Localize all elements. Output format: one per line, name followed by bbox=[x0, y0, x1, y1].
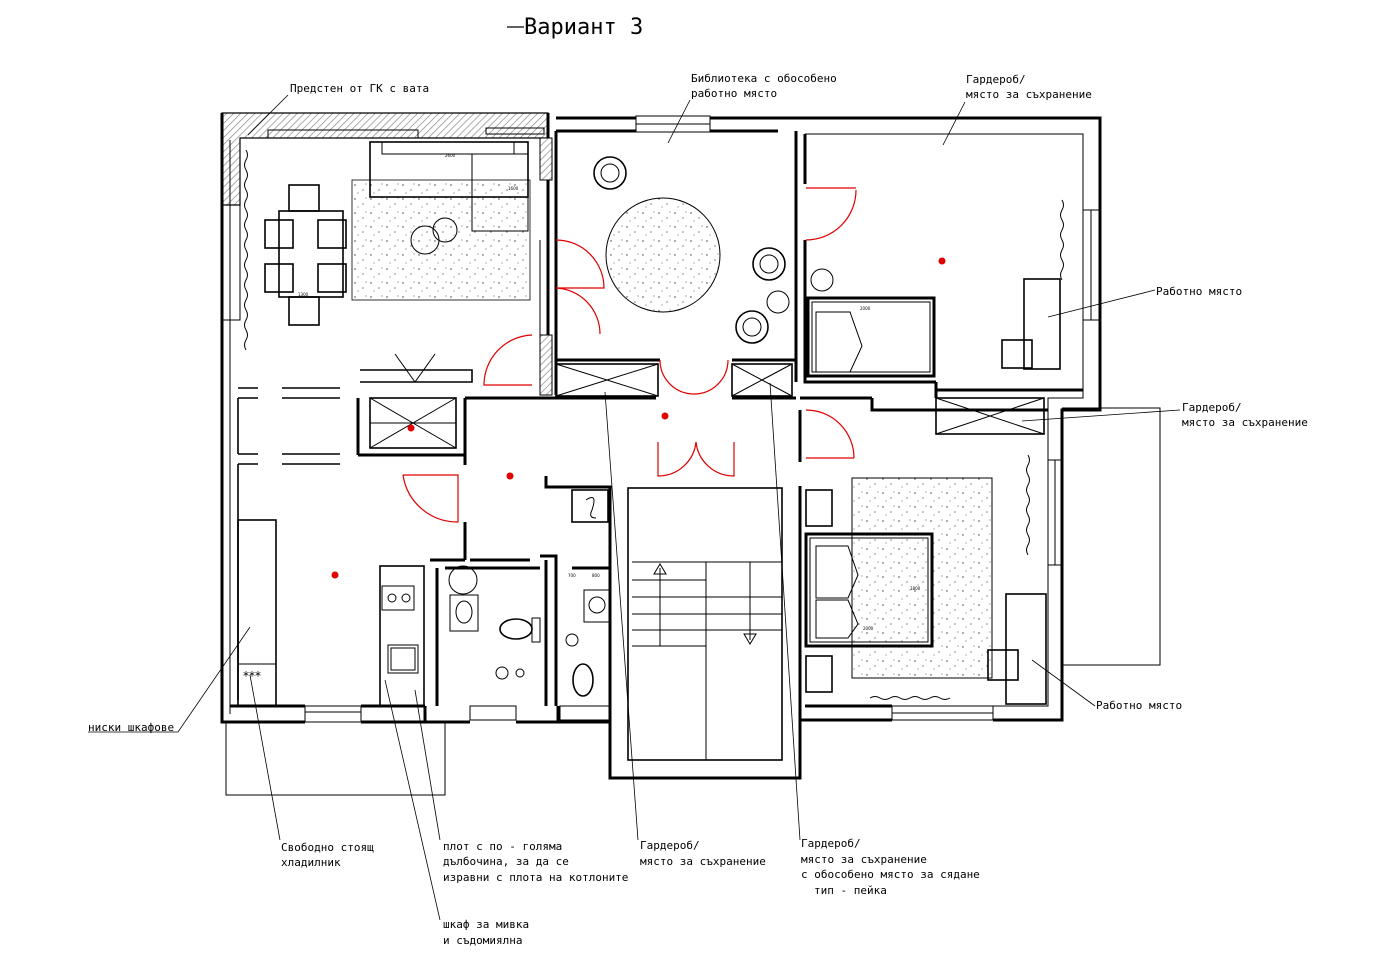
label-garderob-bench-1: Гардероб/ bbox=[801, 837, 861, 850]
plan-title: Вариант 3 bbox=[524, 15, 643, 40]
label-garderob-bench-4: тип - пейка bbox=[814, 884, 887, 897]
label-garderob-top-2: място за съхранение bbox=[966, 88, 1092, 101]
label-plot-1: плот с по - голяма bbox=[443, 840, 562, 853]
label-biblioteka-2: работно място bbox=[691, 87, 777, 100]
library-rug bbox=[605, 197, 721, 313]
label-garderob-bench-2: място за съхранение bbox=[801, 853, 927, 866]
desk-top bbox=[1023, 278, 1061, 370]
main-bedroom: 2000 1800 bbox=[804, 454, 1047, 705]
interior-walls bbox=[237, 131, 1083, 706]
counter bbox=[379, 565, 425, 707]
label-shkaf-2: и съдомиялна bbox=[443, 934, 522, 947]
svg-text:1600: 1600 bbox=[508, 186, 519, 191]
label-garderob-mid-2: място за съхранение bbox=[640, 855, 766, 868]
label-rabotno-1: Работно място bbox=[1156, 285, 1242, 298]
label-hladilnik-2: хладилник bbox=[281, 856, 341, 869]
label-garderob-mid-1: Гардероб/ bbox=[640, 839, 700, 852]
label-niski: ниски шкафове bbox=[88, 721, 174, 734]
light-points bbox=[331, 257, 946, 579]
label-plot-3: изравни с плота на котлоните bbox=[443, 871, 628, 884]
living-room: 2600 1600 1300 *** bbox=[237, 141, 531, 707]
coffee-table-small bbox=[432, 217, 458, 243]
doors bbox=[402, 187, 857, 523]
svg-text:800: 800 bbox=[592, 573, 600, 578]
svg-text:2000: 2000 bbox=[863, 626, 874, 631]
annotations: Предстен от ГК с вата Библиотека с обосо… bbox=[88, 72, 1308, 947]
rug-living bbox=[351, 179, 531, 301]
label-hladilnik-1: Свободно стоящ bbox=[281, 841, 374, 854]
label-rabotno-2: Работно място bbox=[1096, 699, 1182, 712]
leader-lines bbox=[88, 94, 1181, 921]
bedroom-rug bbox=[851, 477, 993, 679]
svg-text:1300: 1300 bbox=[298, 292, 309, 297]
svg-text:2600: 2600 bbox=[445, 153, 456, 158]
label-garderob-top-1: Гардероб/ bbox=[966, 73, 1026, 86]
bathrooms: 700 800 bbox=[448, 497, 611, 697]
svg-text:2000: 2000 bbox=[860, 306, 871, 311]
label-shkaf-1: шкаф за мивка bbox=[443, 918, 529, 931]
svg-text:700: 700 bbox=[568, 573, 576, 578]
office-room: 2000 bbox=[806, 199, 1064, 435]
label-garderob-bench-3: с обособено място за сядане bbox=[801, 868, 980, 881]
label-biblioteka-1: Библиотека с обособено bbox=[691, 72, 837, 85]
label-garderob-right-1: Гардероб/ bbox=[1182, 401, 1242, 414]
label-garderob-right-2: място за съхранение bbox=[1182, 416, 1308, 429]
desk-bedroom bbox=[1005, 593, 1047, 705]
svg-text:1800: 1800 bbox=[910, 586, 921, 591]
library bbox=[555, 156, 834, 397]
label-plot-2: дълбочина, за да се bbox=[443, 855, 569, 868]
stairs bbox=[632, 561, 782, 760]
dining-table bbox=[278, 210, 344, 298]
fridge-stars: *** bbox=[243, 669, 261, 683]
label-predsten: Предстен от ГК с вата bbox=[290, 82, 429, 95]
